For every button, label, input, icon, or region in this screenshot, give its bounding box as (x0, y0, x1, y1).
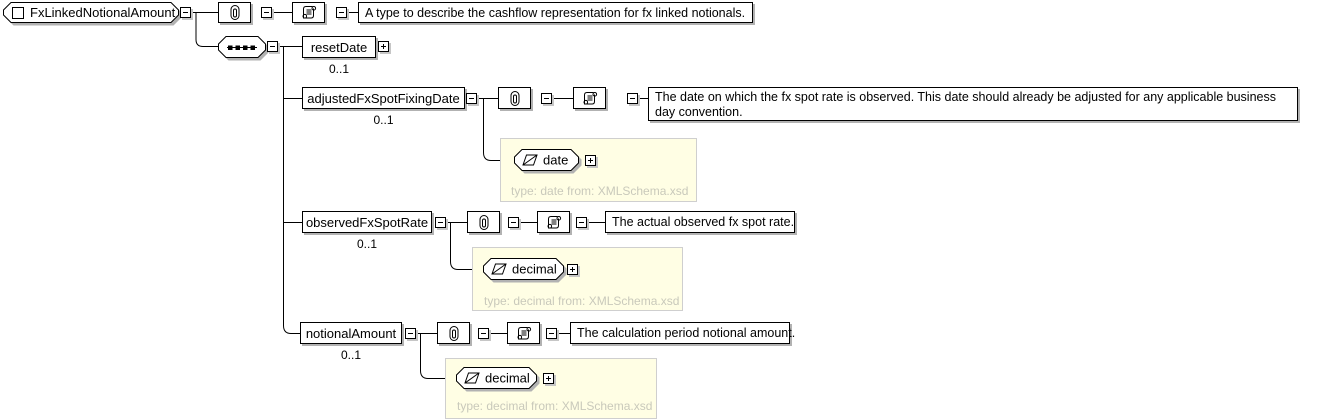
collapse-toggle[interactable] (405, 328, 416, 339)
collapse-toggle[interactable] (627, 93, 638, 104)
node-reset-date[interactable]: resetDate (302, 36, 376, 58)
documentation-icon-box[interactable] (507, 322, 540, 344)
annotation-text-box: The calculation period notional amount. (570, 322, 795, 344)
node-adjusted-fx-spot-fixing-date[interactable]: adjustedFxSpotFixingDate (302, 87, 465, 109)
annotation-text: The calculation period notional amount. (577, 326, 796, 340)
type-name: decimal (485, 371, 530, 386)
collapse-toggle[interactable] (541, 93, 552, 104)
collapse-toggle[interactable] (546, 328, 557, 339)
collapse-toggle[interactable] (435, 217, 446, 228)
expand-toggle[interactable] (567, 264, 578, 275)
annotation-icon-box[interactable] (467, 211, 500, 233)
expand-toggle[interactable] (378, 41, 389, 52)
type-node-decimal[interactable]: decimal (456, 367, 541, 393)
collapse-toggle[interactable] (336, 7, 347, 18)
collapse-toggle[interactable] (576, 217, 587, 228)
annotation-text: The date on which the fx spot rate is ob… (655, 90, 1276, 119)
root-node[interactable]: FxLinkedNotionalAmount (3, 2, 183, 27)
sequence-dots-icon (227, 45, 257, 50)
annotation-icon-box[interactable] (498, 87, 531, 109)
documentation-icon-box[interactable] (573, 87, 606, 109)
node-observed-fx-spot-rate[interactable]: observedFxSpotRate (302, 211, 432, 233)
paperclip-icon (449, 325, 458, 341)
type-name: date (543, 153, 568, 168)
sequence-compositor[interactable] (218, 36, 270, 62)
annotation-text-box: The date on which the fx spot rate is ob… (648, 87, 1298, 121)
cardinality-label: 0..1 (373, 113, 394, 127)
collapse-toggle[interactable] (267, 41, 278, 52)
type-name: decimal (512, 262, 557, 277)
documentation-icon-box[interactable] (292, 2, 325, 23)
type-source-label: type: decimal from: XMLSchema.xsd (484, 294, 680, 308)
parallelogram-icon (464, 372, 480, 384)
collapse-toggle[interactable] (478, 328, 489, 339)
scroll-icon (547, 215, 561, 228)
collapse-toggle[interactable] (261, 7, 272, 18)
collapse-toggle[interactable] (508, 217, 519, 228)
scroll-icon (302, 6, 316, 19)
paperclip-icon (230, 5, 239, 20)
complex-type-icon (12, 7, 24, 19)
annotation-text: The actual observed fx spot rate. (612, 215, 795, 229)
parallelogram-icon (522, 154, 538, 166)
collapse-toggle[interactable] (466, 93, 477, 104)
type-node-date[interactable]: date (514, 149, 583, 175)
cardinality-label: 0..1 (328, 62, 349, 76)
expand-toggle[interactable] (543, 373, 554, 384)
collapse-toggle[interactable] (180, 7, 191, 18)
annotation-icon-box[interactable] (218, 2, 251, 23)
scroll-icon (517, 326, 531, 339)
root-label: FxLinkedNotionalAmount (30, 5, 176, 20)
cardinality-label: 0..1 (340, 348, 361, 362)
paperclip-icon (510, 90, 519, 106)
parallelogram-icon (491, 263, 507, 275)
element-name: notionalAmount (305, 325, 397, 341)
annotation-text-box: The actual observed fx spot rate. (605, 211, 795, 233)
annotation-text: A type to describe the cashflow represen… (365, 5, 746, 20)
type-source-label: type: decimal from: XMLSchema.xsd (457, 399, 653, 413)
element-name: adjustedFxSpotFixingDate (307, 90, 460, 106)
annotation-text-box: A type to describe the cashflow represen… (358, 2, 753, 23)
annotation-icon-box[interactable] (437, 322, 470, 344)
element-name: resetDate (310, 39, 368, 55)
expand-toggle[interactable] (585, 155, 596, 166)
scroll-icon (583, 91, 597, 104)
node-notional-amount[interactable]: notionalAmount (300, 322, 402, 344)
type-source-label: type: date from: XMLSchema.xsd (511, 184, 689, 198)
cardinality-label: 0..1 (356, 237, 377, 251)
type-node-decimal[interactable]: decimal (483, 258, 568, 284)
documentation-icon-box[interactable] (537, 211, 570, 233)
element-name: observedFxSpotRate (305, 214, 429, 230)
paperclip-icon (479, 214, 488, 230)
